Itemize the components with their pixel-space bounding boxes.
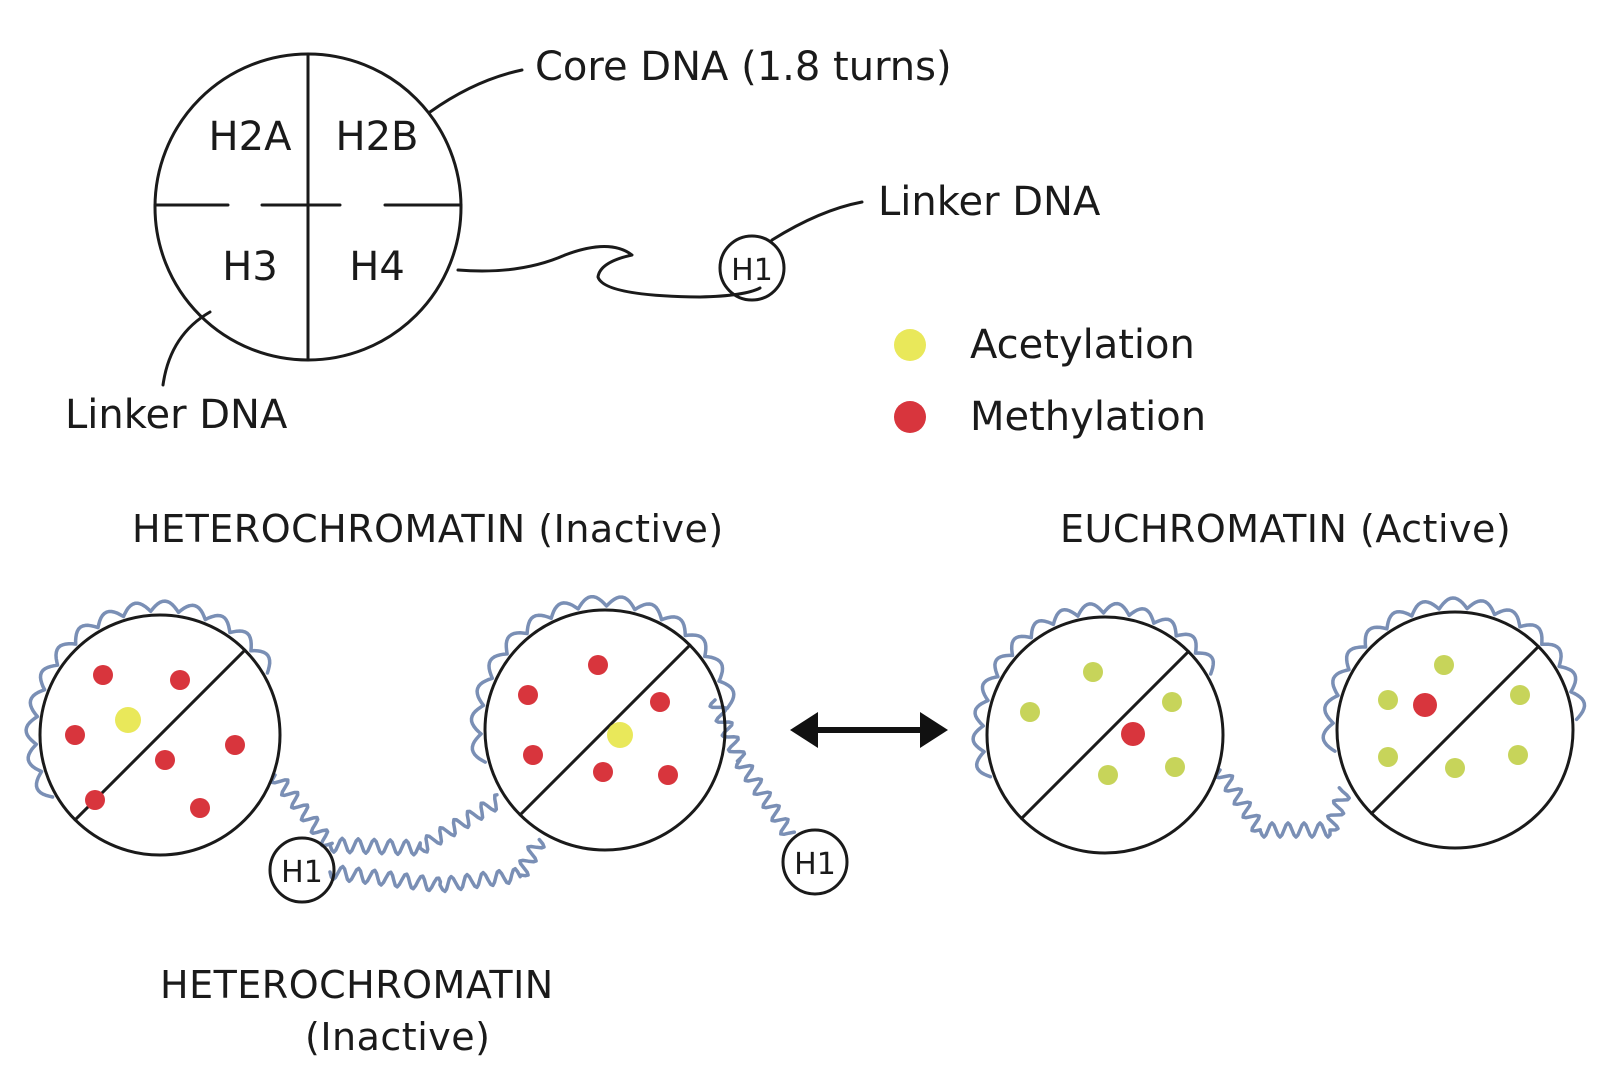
methylation-dot-7	[85, 790, 105, 810]
linker-strand-2	[328, 837, 546, 894]
legend-methylation-label: Methylation	[970, 394, 1206, 440]
methylation-dot-5	[155, 750, 175, 770]
nucleosome-3	[985, 615, 1225, 855]
acetylation-dot-28	[1508, 745, 1528, 765]
euchromatin-heading: EUCHROMATIN (Active)	[1060, 507, 1511, 551]
acetylation-dot-16	[1083, 662, 1103, 682]
methylation-dot-6	[225, 735, 245, 755]
methylation-dot-2	[170, 670, 190, 690]
histone-h3-label: H3	[222, 244, 278, 290]
methylation-dot-14	[593, 762, 613, 782]
nucleosome-detail: H2A H2B H3 H4 Core DNA (1.8 turns) H1 Li…	[65, 44, 1101, 438]
legend-acetylation-label: Acetylation	[970, 322, 1195, 368]
h1-marker-right: H1	[781, 828, 849, 896]
acetylation-dot-17	[1020, 702, 1040, 722]
transition-arrow	[790, 712, 948, 748]
linker-strand-3	[708, 698, 797, 837]
linker-dna-tail	[456, 245, 762, 299]
core-dna-leader	[428, 68, 524, 114]
nucleosome-4	[1335, 610, 1575, 850]
dna-strands	[24, 594, 1587, 894]
h1-circle-top	[718, 234, 786, 302]
methylation-swatch	[894, 401, 926, 433]
legend: Acetylation Methylation	[894, 322, 1206, 440]
histone-h2a-label: H2A	[209, 114, 293, 160]
linker-strand-4	[1214, 768, 1351, 839]
nucleosome-divider-2	[518, 643, 692, 817]
linker-dna-top-label: Linker DNA	[878, 179, 1101, 225]
methylation-dot-10	[518, 685, 538, 705]
arrow-head-right	[920, 712, 948, 748]
h1-marker-left: H1	[268, 836, 336, 904]
acetylation-dot-22	[1434, 655, 1454, 675]
acetylation-dot-21	[1165, 757, 1185, 777]
nucleosome-divider-1	[73, 648, 247, 822]
nucleosome-2	[483, 608, 727, 852]
h1-label-left: H1	[281, 855, 323, 890]
methylation-dot-13	[523, 745, 543, 765]
dna-wrap-3	[971, 601, 1216, 779]
methylation-dot-24	[1413, 693, 1437, 717]
histone-h2b-label: H2B	[336, 114, 419, 160]
nucleosome-divider-4	[1370, 645, 1540, 815]
methylation-dot-11	[650, 692, 670, 712]
histone-h4-label: H4	[349, 244, 405, 290]
nucleosome-divider-3	[1020, 650, 1190, 820]
nucleosome-group	[38, 608, 1575, 857]
methylation-dot-8	[190, 798, 210, 818]
dna-wrap-4	[1321, 596, 1587, 753]
methylation-dot-19	[1121, 722, 1145, 746]
acetylation-dot-23	[1378, 690, 1398, 710]
heterochromatin-bottom-heading-line1: HETEROCHROMATIN	[160, 963, 554, 1007]
methylation-dot-9	[588, 655, 608, 675]
core-dna-label: Core DNA (1.8 turns)	[535, 44, 952, 90]
linker-strand-1	[270, 773, 499, 857]
heterochromatin-top-heading: HETEROCHROMATIN (Inactive)	[132, 507, 724, 551]
methylation-dot-15	[658, 765, 678, 785]
methylation-dot-3	[65, 725, 85, 745]
dna-wrap-2	[469, 594, 736, 764]
dna-wrap-1	[24, 599, 272, 799]
h1-label-right: H1	[794, 847, 836, 882]
acetylation-dot-25	[1510, 685, 1530, 705]
arrow-head-left	[790, 712, 818, 748]
acetylation-dot-4	[115, 707, 141, 733]
acetylation-dot-18	[1162, 692, 1182, 712]
h1-circle-left	[268, 836, 336, 904]
nucleosome-1	[38, 613, 282, 857]
acetylation-dot-20	[1098, 765, 1118, 785]
acetylation-dot-26	[1378, 747, 1398, 767]
linker-dna-top-leader	[770, 200, 864, 242]
h1-circle-right	[781, 828, 849, 896]
acetylation-dot-12	[607, 722, 633, 748]
linker-dna-bottom-leader	[161, 310, 212, 387]
linker-dna-bottom-label: Linker DNA	[65, 392, 288, 438]
acetylation-swatch	[894, 329, 926, 361]
h1-label-top: H1	[731, 253, 773, 288]
heterochromatin-bottom-heading-line2: (Inactive)	[305, 1015, 490, 1059]
methylation-dot-1	[93, 665, 113, 685]
acetylation-dot-27	[1445, 758, 1465, 778]
